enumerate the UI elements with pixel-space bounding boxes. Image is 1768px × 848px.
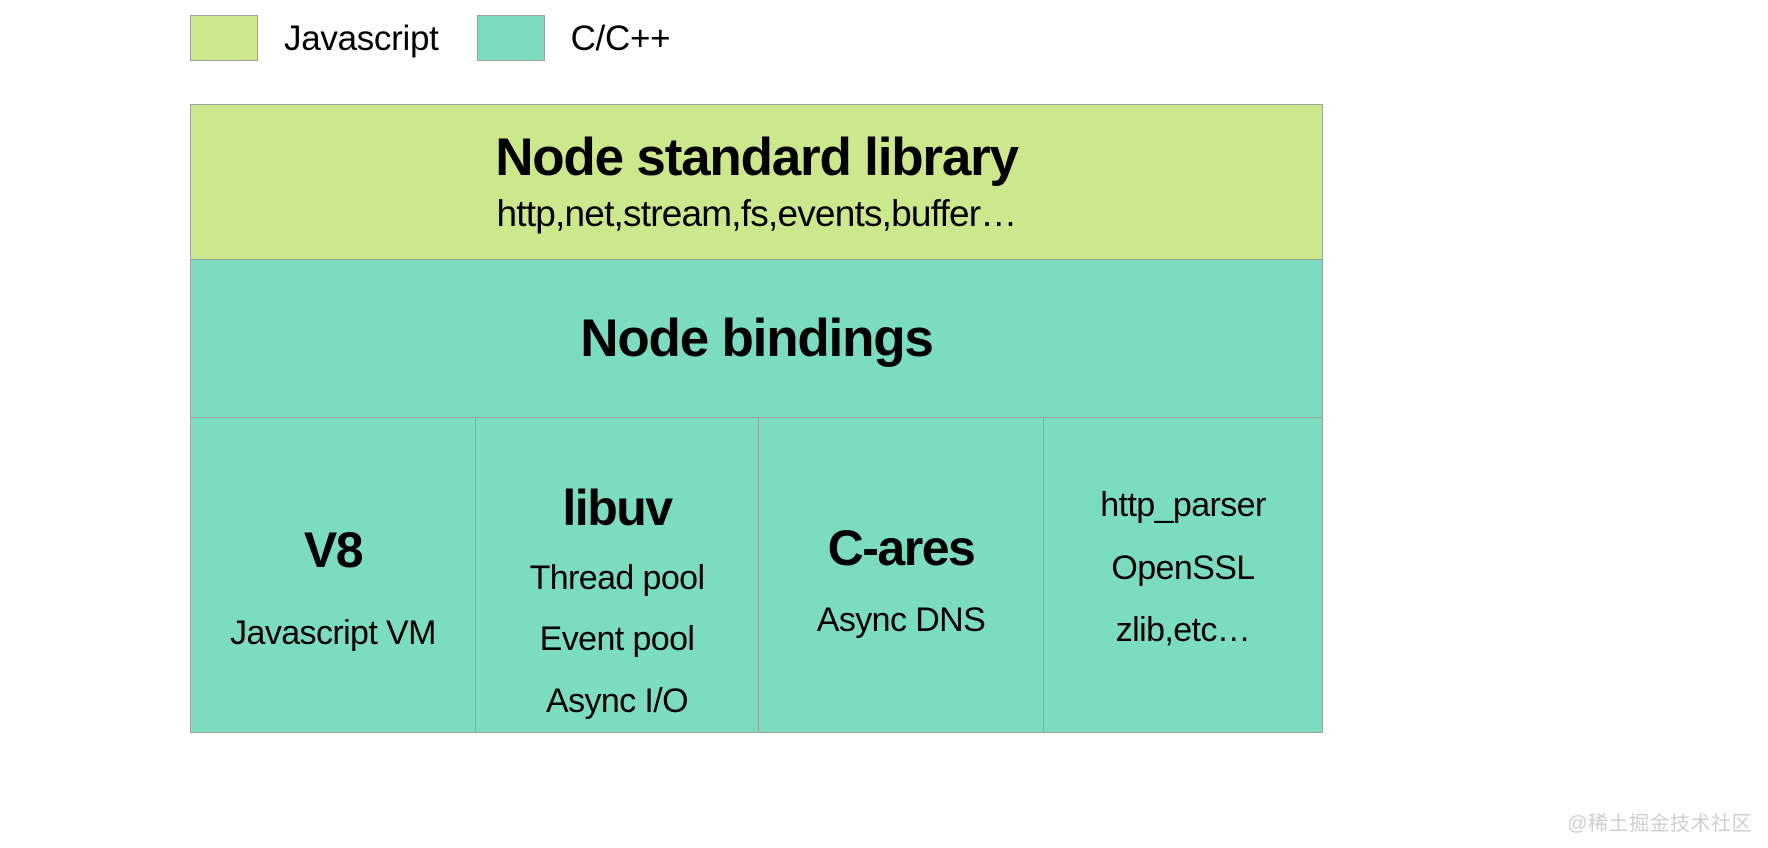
legend-label-javascript: Javascript <box>284 18 439 58</box>
legend: Javascript C/C++ <box>190 14 671 62</box>
legend-item-javascript: Javascript <box>190 15 439 61</box>
column-line-deps-1: http_parser <box>1100 486 1266 524</box>
legend-label-c-cpp: C/C++ <box>570 18 671 58</box>
layer-node-standard-library: Node standard library http,net,stream,fs… <box>191 105 1322 260</box>
layer-title-node-bindings: Node bindings <box>580 308 934 368</box>
column-title-v8: V8 <box>303 522 364 578</box>
column-v8: V8 Javascript VM <box>191 418 475 732</box>
layer-node-bindings: Node bindings <box>191 260 1322 418</box>
column-line-deps-3: zlib,etc… <box>1115 611 1251 650</box>
legend-item-c-cpp: C/C++ <box>476 15 671 61</box>
layer-title-standard-library: Node standard library <box>495 128 1019 188</box>
column-c-ares: C-ares Async DNS <box>758 418 1043 732</box>
column-line-c-ares-1: Async DNS <box>816 600 986 639</box>
column-misc-dependencies: http_parser OpenSSL zlib,etc… <box>1043 418 1322 732</box>
column-line-deps-2: OpenSSL <box>1111 548 1255 587</box>
column-line-libuv-1: Thread pool <box>529 558 705 597</box>
column-line-v8-1: Javascript VM <box>230 613 436 652</box>
column-line-libuv-2: Event pool <box>539 620 695 659</box>
watermark: @稀土掘金技术社区 <box>1567 813 1752 835</box>
column-title-libuv: libuv <box>562 480 673 536</box>
column-libuv: libuv Thread pool Event pool Async I/O <box>475 418 758 732</box>
layer-subtitle-standard-library: http,net,stream,fs,events,buffer… <box>496 193 1018 235</box>
layer-native-dependencies: V8 Javascript VM libuv Thread pool Event… <box>191 418 1322 732</box>
column-title-c-ares: C-ares <box>827 520 976 576</box>
column-line-libuv-3: Async I/O <box>546 681 689 720</box>
legend-swatch-c-cpp <box>476 15 545 61</box>
node-architecture-stack: Node standard library http,net,stream,fs… <box>190 104 1323 733</box>
legend-swatch-javascript <box>190 15 258 61</box>
